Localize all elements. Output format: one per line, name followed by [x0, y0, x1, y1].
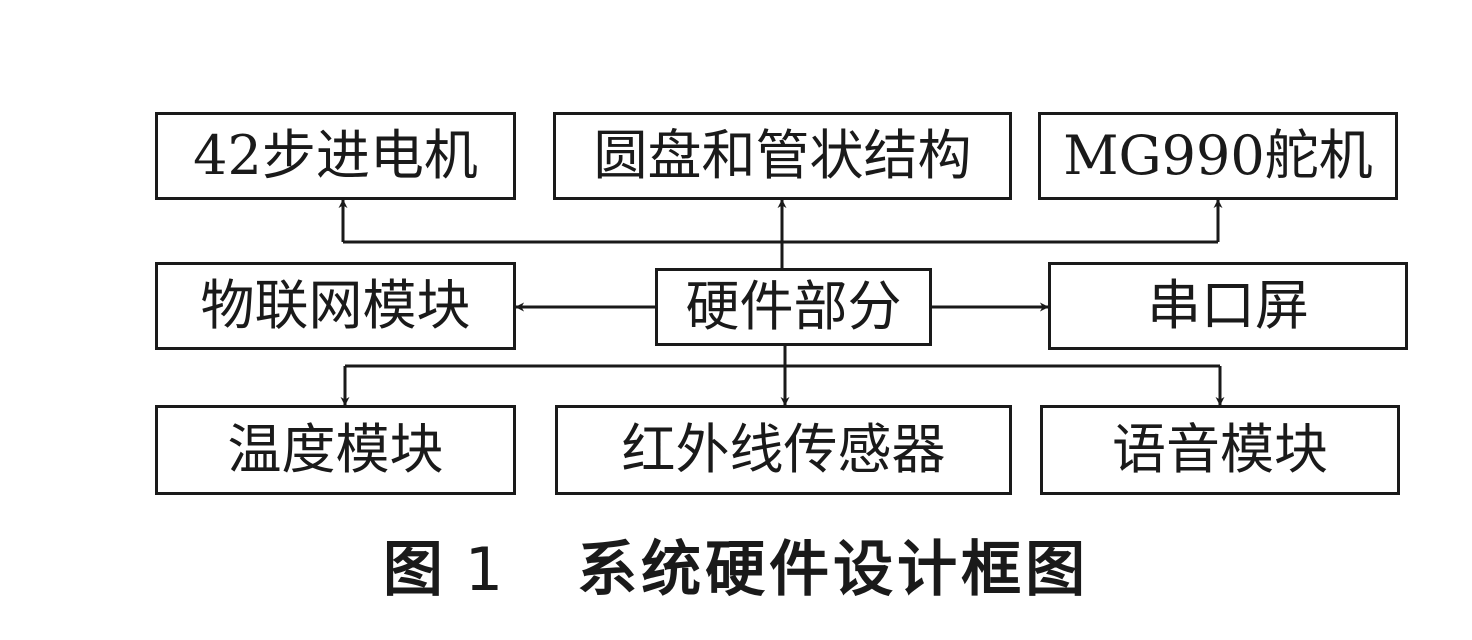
- box-serial-screen: 串口屏: [1048, 262, 1408, 350]
- box-servo-label: MG990舵机: [1063, 124, 1373, 187]
- box-hardware-center-label: 硬件部分: [685, 275, 902, 338]
- box-voice-module-label: 语音模块: [1112, 418, 1328, 481]
- box-iot-module-label: 物联网模块: [200, 274, 471, 337]
- box-servo: MG990舵机: [1038, 112, 1398, 200]
- box-temperature-module: 温度模块: [155, 405, 516, 495]
- caption-number: 1: [464, 535, 508, 605]
- box-infrared-sensor-label: 红外线传感器: [621, 418, 946, 481]
- box-infrared-sensor: 红外线传感器: [555, 405, 1012, 495]
- caption-prefix: 图: [382, 535, 447, 605]
- box-temperature-module-label: 温度模块: [227, 418, 444, 481]
- box-stepper-motor: 42步进电机: [155, 112, 516, 200]
- box-stepper-motor-label: 42步进电机: [193, 124, 478, 187]
- box-disc-tube-structure: 圆盘和管状结构: [553, 112, 1012, 200]
- box-disc-tube-structure-label: 圆盘和管状结构: [593, 124, 972, 187]
- box-hardware-center: 硬件部分: [655, 268, 932, 346]
- box-voice-module: 语音模块: [1040, 405, 1400, 495]
- box-serial-screen-label: 串口屏: [1147, 274, 1309, 337]
- box-iot-module: 物联网模块: [155, 262, 516, 350]
- caption-title: 系统硬件设计框图: [577, 535, 1090, 605]
